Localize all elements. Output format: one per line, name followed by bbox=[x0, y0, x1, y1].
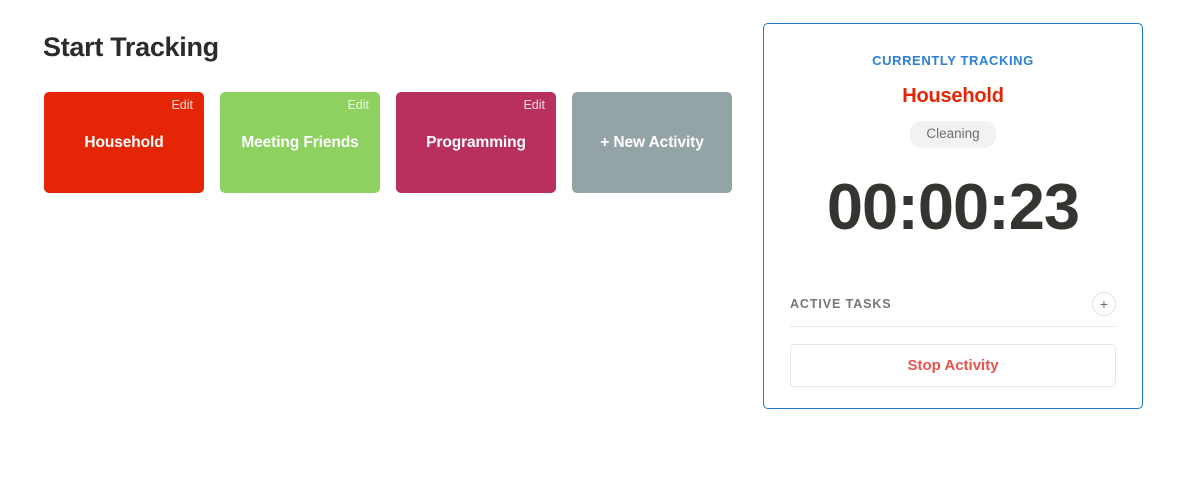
plus-icon[interactable]: + bbox=[1092, 292, 1116, 316]
activity-card-meeting-friends[interactable]: Edit Meeting Friends bbox=[220, 92, 380, 193]
start-tracking-section: Start Tracking Edit Household Edit Meeti… bbox=[43, 32, 732, 193]
activity-card-label: Household bbox=[84, 133, 164, 151]
edit-link-programming[interactable]: Edit bbox=[523, 98, 545, 112]
edit-link-household[interactable]: Edit bbox=[171, 98, 193, 112]
currently-tracking-label: CURRENTLY TRACKING bbox=[872, 53, 1034, 68]
edit-link-meeting-friends[interactable]: Edit bbox=[347, 98, 369, 112]
tracked-activity-name: Household bbox=[902, 85, 1004, 107]
tracked-activity-tag-row: Cleaning bbox=[764, 121, 1142, 148]
active-tasks-header: ACTIVE TASKS + bbox=[790, 282, 1116, 327]
activity-card-grid: Edit Household Edit Meeting Friends Edit… bbox=[44, 92, 732, 193]
activity-card-label: Programming bbox=[426, 133, 526, 151]
currently-tracking-panel: CURRENTLY TRACKING Household Cleaning 00… bbox=[763, 23, 1143, 409]
new-activity-button[interactable]: + New Activity bbox=[572, 92, 732, 193]
stop-activity-button[interactable]: Stop Activity bbox=[790, 344, 1116, 387]
tracked-activity-tag: Cleaning bbox=[910, 121, 996, 148]
activity-card-programming[interactable]: Edit Programming bbox=[396, 92, 556, 193]
new-activity-label: + New Activity bbox=[600, 133, 704, 151]
activity-card-household[interactable]: Edit Household bbox=[44, 92, 204, 193]
activity-card-label: Meeting Friends bbox=[241, 133, 359, 151]
elapsed-timer: 00:00:23 bbox=[826, 170, 1080, 243]
page-title: Start Tracking bbox=[43, 32, 219, 62]
active-tasks-title: ACTIVE TASKS bbox=[790, 297, 892, 311]
